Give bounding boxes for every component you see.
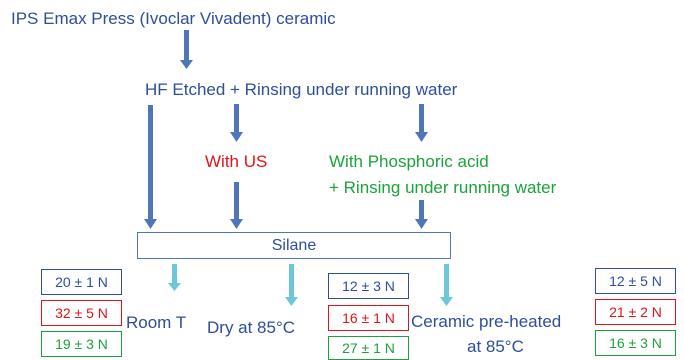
hf-etch-label: HF Etched + Rinsing under running water xyxy=(145,80,458,99)
result-room-t-red: 32 ± 5 N xyxy=(41,300,122,326)
with-us-label: With US xyxy=(205,152,268,171)
result-preheat-green: 16 ± 3 N xyxy=(595,330,676,356)
phosphoric-label-line1: With Phosphoric acid xyxy=(329,152,489,171)
silane-box: Silane xyxy=(137,232,451,259)
arrow-silane-to-room-t xyxy=(168,264,181,291)
arrow-hf-to-phosphoric xyxy=(415,104,428,142)
material-label: IPS Emax Press (Ivoclar Vivadent) cerami… xyxy=(11,9,336,28)
arrow-hf-to-silane xyxy=(144,105,157,229)
condition-dry-85: Dry at 85°C xyxy=(207,318,296,337)
arrow-silane-to-preheat xyxy=(440,264,453,306)
result-room-t-green: 19 ± 3 N xyxy=(41,331,122,357)
arrow-silane-to-dry xyxy=(285,264,298,306)
arrow-us-to-silane xyxy=(230,182,243,229)
result-dry-85-blue: 12 ± 3 N xyxy=(328,273,409,299)
silane-label: Silane xyxy=(271,236,317,254)
arrow-material-to-hf xyxy=(180,30,193,69)
condition-preheat-line2: at 85°C xyxy=(467,337,524,356)
condition-preheat-line1: Ceramic pre-heated xyxy=(411,312,562,331)
arrow-phosphoric-to-silane xyxy=(415,200,428,229)
result-room-t-blue: 20 ± 1 N xyxy=(41,269,122,295)
result-dry-85-green: 27 ± 1 N xyxy=(328,336,409,360)
condition-room-t: Room T xyxy=(126,313,187,332)
result-preheat-blue: 12 ± 5 N xyxy=(595,268,676,294)
arrow-hf-to-us xyxy=(230,104,243,142)
result-preheat-red: 21 ± 2 N xyxy=(595,299,676,325)
result-dry-85-red: 16 ± 1 N xyxy=(328,305,409,331)
phosphoric-label-line2: + Rinsing under running water xyxy=(329,178,557,197)
